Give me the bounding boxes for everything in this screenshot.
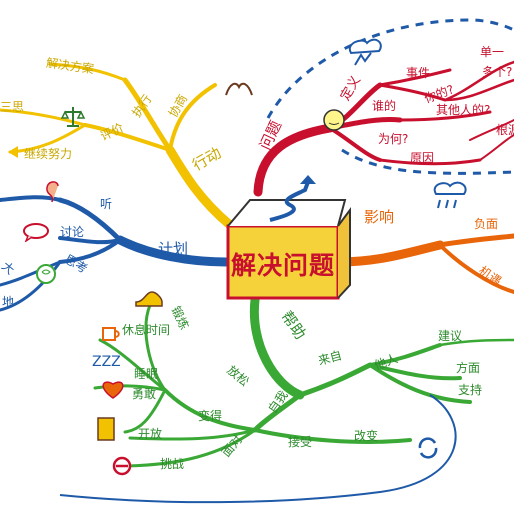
return-arrow xyxy=(59,394,457,504)
accept-label: 接受 xyxy=(288,435,313,449)
heart-icon xyxy=(100,378,126,404)
problem-dashed-outline-bottom xyxy=(341,148,514,175)
scales-icon xyxy=(60,104,86,134)
svg-text:ZZZ: ZZZ xyxy=(92,354,120,370)
plan-branch xyxy=(0,195,231,312)
event-label: 事件 xyxy=(406,66,431,80)
speech-bubble-icon xyxy=(22,222,50,246)
reform-label: 改变 xyxy=(354,429,379,443)
sleep-zzz-icon: ZZZ xyxy=(92,352,121,374)
method-label: 方面 xyxy=(456,361,481,375)
reflect-label: 三思 xyxy=(0,100,25,114)
impact-branch xyxy=(333,233,514,294)
rain-cloud-icon xyxy=(430,178,470,216)
shoe-icon xyxy=(134,288,164,312)
brave-label: 勇敢 xyxy=(132,387,157,401)
center-box-side xyxy=(337,207,351,299)
who-label: 谁的 xyxy=(372,99,397,113)
root-label: 根源 xyxy=(496,123,514,137)
ground-label: 地 xyxy=(2,295,15,309)
door-icon xyxy=(96,416,116,446)
hands-icon xyxy=(224,75,254,105)
center-label: 解决问题 xyxy=(230,251,335,280)
center-box xyxy=(226,224,340,300)
no-sign-icon xyxy=(112,456,132,480)
help-branch xyxy=(93,295,514,468)
rest-label: 休息时间 xyxy=(122,323,171,337)
impact-label: 影响 xyxy=(364,208,395,226)
coffee-cup-icon xyxy=(100,322,122,348)
others-problem-label: 其他人的? xyxy=(436,103,491,117)
plan-label: 计划 xyxy=(158,240,189,258)
discuss-label: 讨论 xyxy=(60,225,85,239)
multiple-label: 多个? xyxy=(482,65,513,79)
lightning-cloud-icon xyxy=(345,35,385,73)
continue-label: 继续努力 xyxy=(24,147,73,161)
challenge-label: 挑战 xyxy=(160,457,185,471)
support-label: 支持 xyxy=(458,383,483,397)
negative-label: 负面 xyxy=(474,217,499,231)
problem-branch xyxy=(253,60,514,197)
why-label: 为何? xyxy=(378,132,409,146)
brain-icon xyxy=(34,262,58,290)
continue-arrow-head xyxy=(8,146,18,158)
single-label: 单一 xyxy=(480,45,505,59)
recycle-arrows-icon xyxy=(415,435,441,465)
cause-label: 原因 xyxy=(410,151,435,165)
open-label: 开放 xyxy=(138,427,163,441)
action-branch xyxy=(0,62,235,230)
sleep-label: 睡眠 xyxy=(134,367,159,381)
suggest-label: 建议 xyxy=(438,329,463,343)
thinking-face-icon xyxy=(322,108,346,136)
maze-arrow-icon xyxy=(269,181,310,222)
problem-dashed-outline-top xyxy=(266,18,514,119)
listen-label: 听 xyxy=(100,197,113,211)
ear-icon xyxy=(44,180,62,208)
change-label: 变得 xyxy=(198,409,223,423)
